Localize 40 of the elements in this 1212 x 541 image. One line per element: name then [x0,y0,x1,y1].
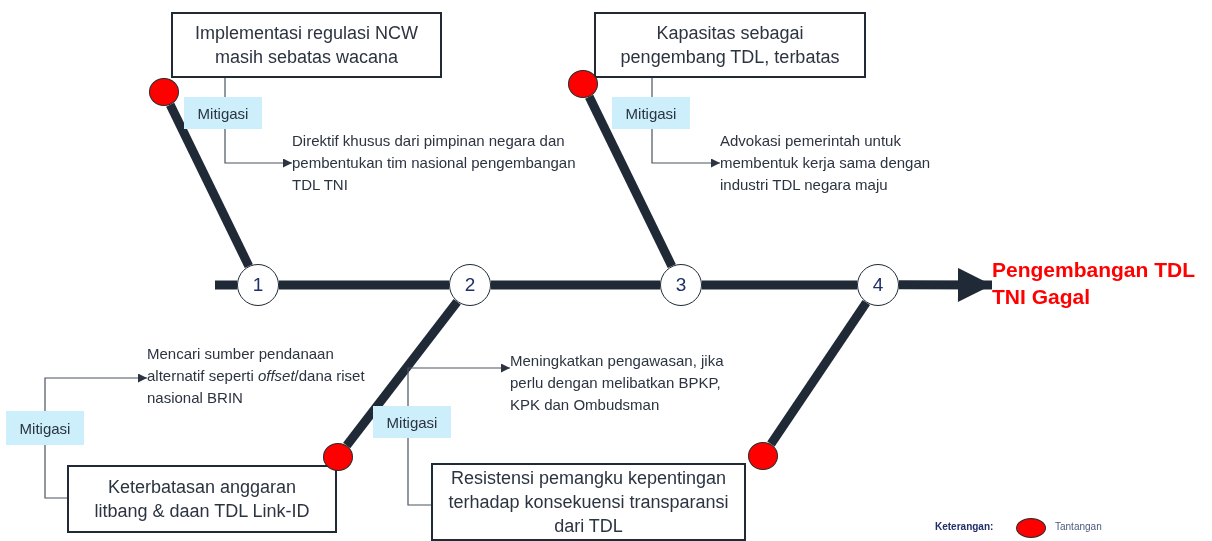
challenge-box: Kapasitas sebagai pengembang TDL, terbatas [594,12,866,78]
legend-text: Tantangan [1055,521,1102,532]
challenge-box: Implementasi regulasi NCW masih sebatas wacana [171,12,442,78]
challenge-marker [748,442,778,470]
challenge-marker [149,78,179,106]
connector-arrow [407,363,511,407]
connector-line [651,77,653,98]
mitigation-text: Direktif khusus dari pimpinan negara dan pembentukan tim nasional pengembangan TDL TNI [292,130,582,196]
bone-line [166,102,253,269]
challenge-marker [323,443,353,471]
mitigation-tag: Mitigasi [184,97,262,129]
bone-line [491,280,660,290]
bone-line [702,280,857,290]
connector-arrow [224,128,293,168]
challenge-box: Keterbatasan anggaran litbang & daan TDL Link-ID [67,465,337,533]
effect-text: Pengembangan TDL TNI Gagal [992,256,1207,311]
connector-line [224,77,226,98]
challenge-box: Resistensi pemangku kepentingan terhadap konsekuensi transparansi dari TDL [431,463,746,541]
legend-heading: Keterangan: [935,521,994,532]
mitigation-text: Advokasi pemerintah untuk membentuk kerja sama dengan industri TDL negara maju [720,130,980,196]
step-circle: 4 [857,264,899,306]
connector-line [44,444,68,499]
bone-line [215,280,237,290]
step-circle: 1 [237,264,279,306]
bone-line [767,299,871,447]
bone-line [585,94,676,269]
mitigation-tag: Mitigasi [612,97,690,129]
connector-arrow [44,373,148,412]
mitigation-text: Mencari sumber pendanaan alternatif seperti offset/dana riset nasional BRIN [147,343,377,409]
connector-line [407,437,432,506]
spine-arrow [899,267,992,302]
bone-line [343,298,461,449]
step-circle: 3 [660,264,702,306]
mitigation-tag: Mitigasi [6,411,84,445]
challenge-marker [568,70,598,98]
connector-arrow [651,128,721,168]
bone-line [279,280,449,290]
mitigation-tag: Mitigasi [373,406,451,438]
step-circle: 2 [449,264,491,306]
mitigation-text: Meningkatkan pengawasan, jika perlu dengan melibatkan BPKP, KPK dan Ombudsman [510,350,750,416]
